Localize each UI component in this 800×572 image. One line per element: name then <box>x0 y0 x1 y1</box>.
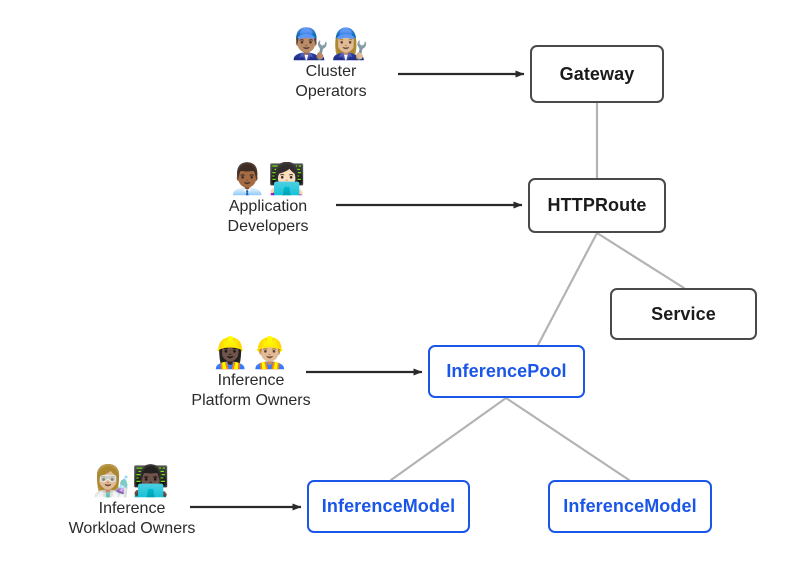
mechanic-pair-emoji: 👨🏽‍🔧👩🏼‍🔧 <box>291 28 371 61</box>
persona-inference-workload-owners: 👩🏼‍🔬👨🏿‍💻Inference Workload Owners <box>52 465 212 539</box>
persona-arrows <box>190 70 525 511</box>
node-inferencemodel-left[interactable]: InferenceModel <box>307 480 470 533</box>
persona-inference-platform-owners: 👷🏿‍♀️👷🏼‍♂️Inference Platform Owners <box>175 337 327 411</box>
persona-label-application-developers: Application Developers <box>227 198 309 235</box>
persona-cluster-operators: 👨🏽‍🔧👩🏼‍🔧Cluster Operators <box>275 28 387 102</box>
persona-application-developers: 👨🏾‍💼👩🏻‍💻Application Developers <box>212 163 324 237</box>
node-inferencepool[interactable]: InferencePool <box>428 345 585 398</box>
connector-edges <box>389 101 686 482</box>
scientist-technologist-emoji: 👩🏼‍🔬👨🏿‍💻 <box>92 465 172 498</box>
node-httproute[interactable]: HTTPRoute <box>528 178 666 233</box>
persona-label-inference-workload-owners: Inference Workload Owners <box>68 500 196 537</box>
node-inferencemodel-right[interactable]: InferenceModel <box>548 480 712 533</box>
edge-httproute-inferencepool <box>536 231 599 347</box>
construction-worker-pair-emoji: 👷🏿‍♀️👷🏼‍♂️ <box>211 337 291 370</box>
edge-inferencepool-inferencemodel-left <box>389 396 508 482</box>
edge-inferencepool-inferencemodel-right <box>504 396 631 482</box>
node-service[interactable]: Service <box>610 288 757 340</box>
node-gateway[interactable]: Gateway <box>530 45 664 103</box>
edge-httproute-service <box>595 231 686 290</box>
office-worker-technologist-emoji: 👨🏾‍💼👩🏻‍💻 <box>228 163 308 196</box>
persona-label-cluster-operators: Cluster Operators <box>295 63 367 100</box>
persona-label-inference-platform-owners: Inference Platform Owners <box>191 372 311 409</box>
